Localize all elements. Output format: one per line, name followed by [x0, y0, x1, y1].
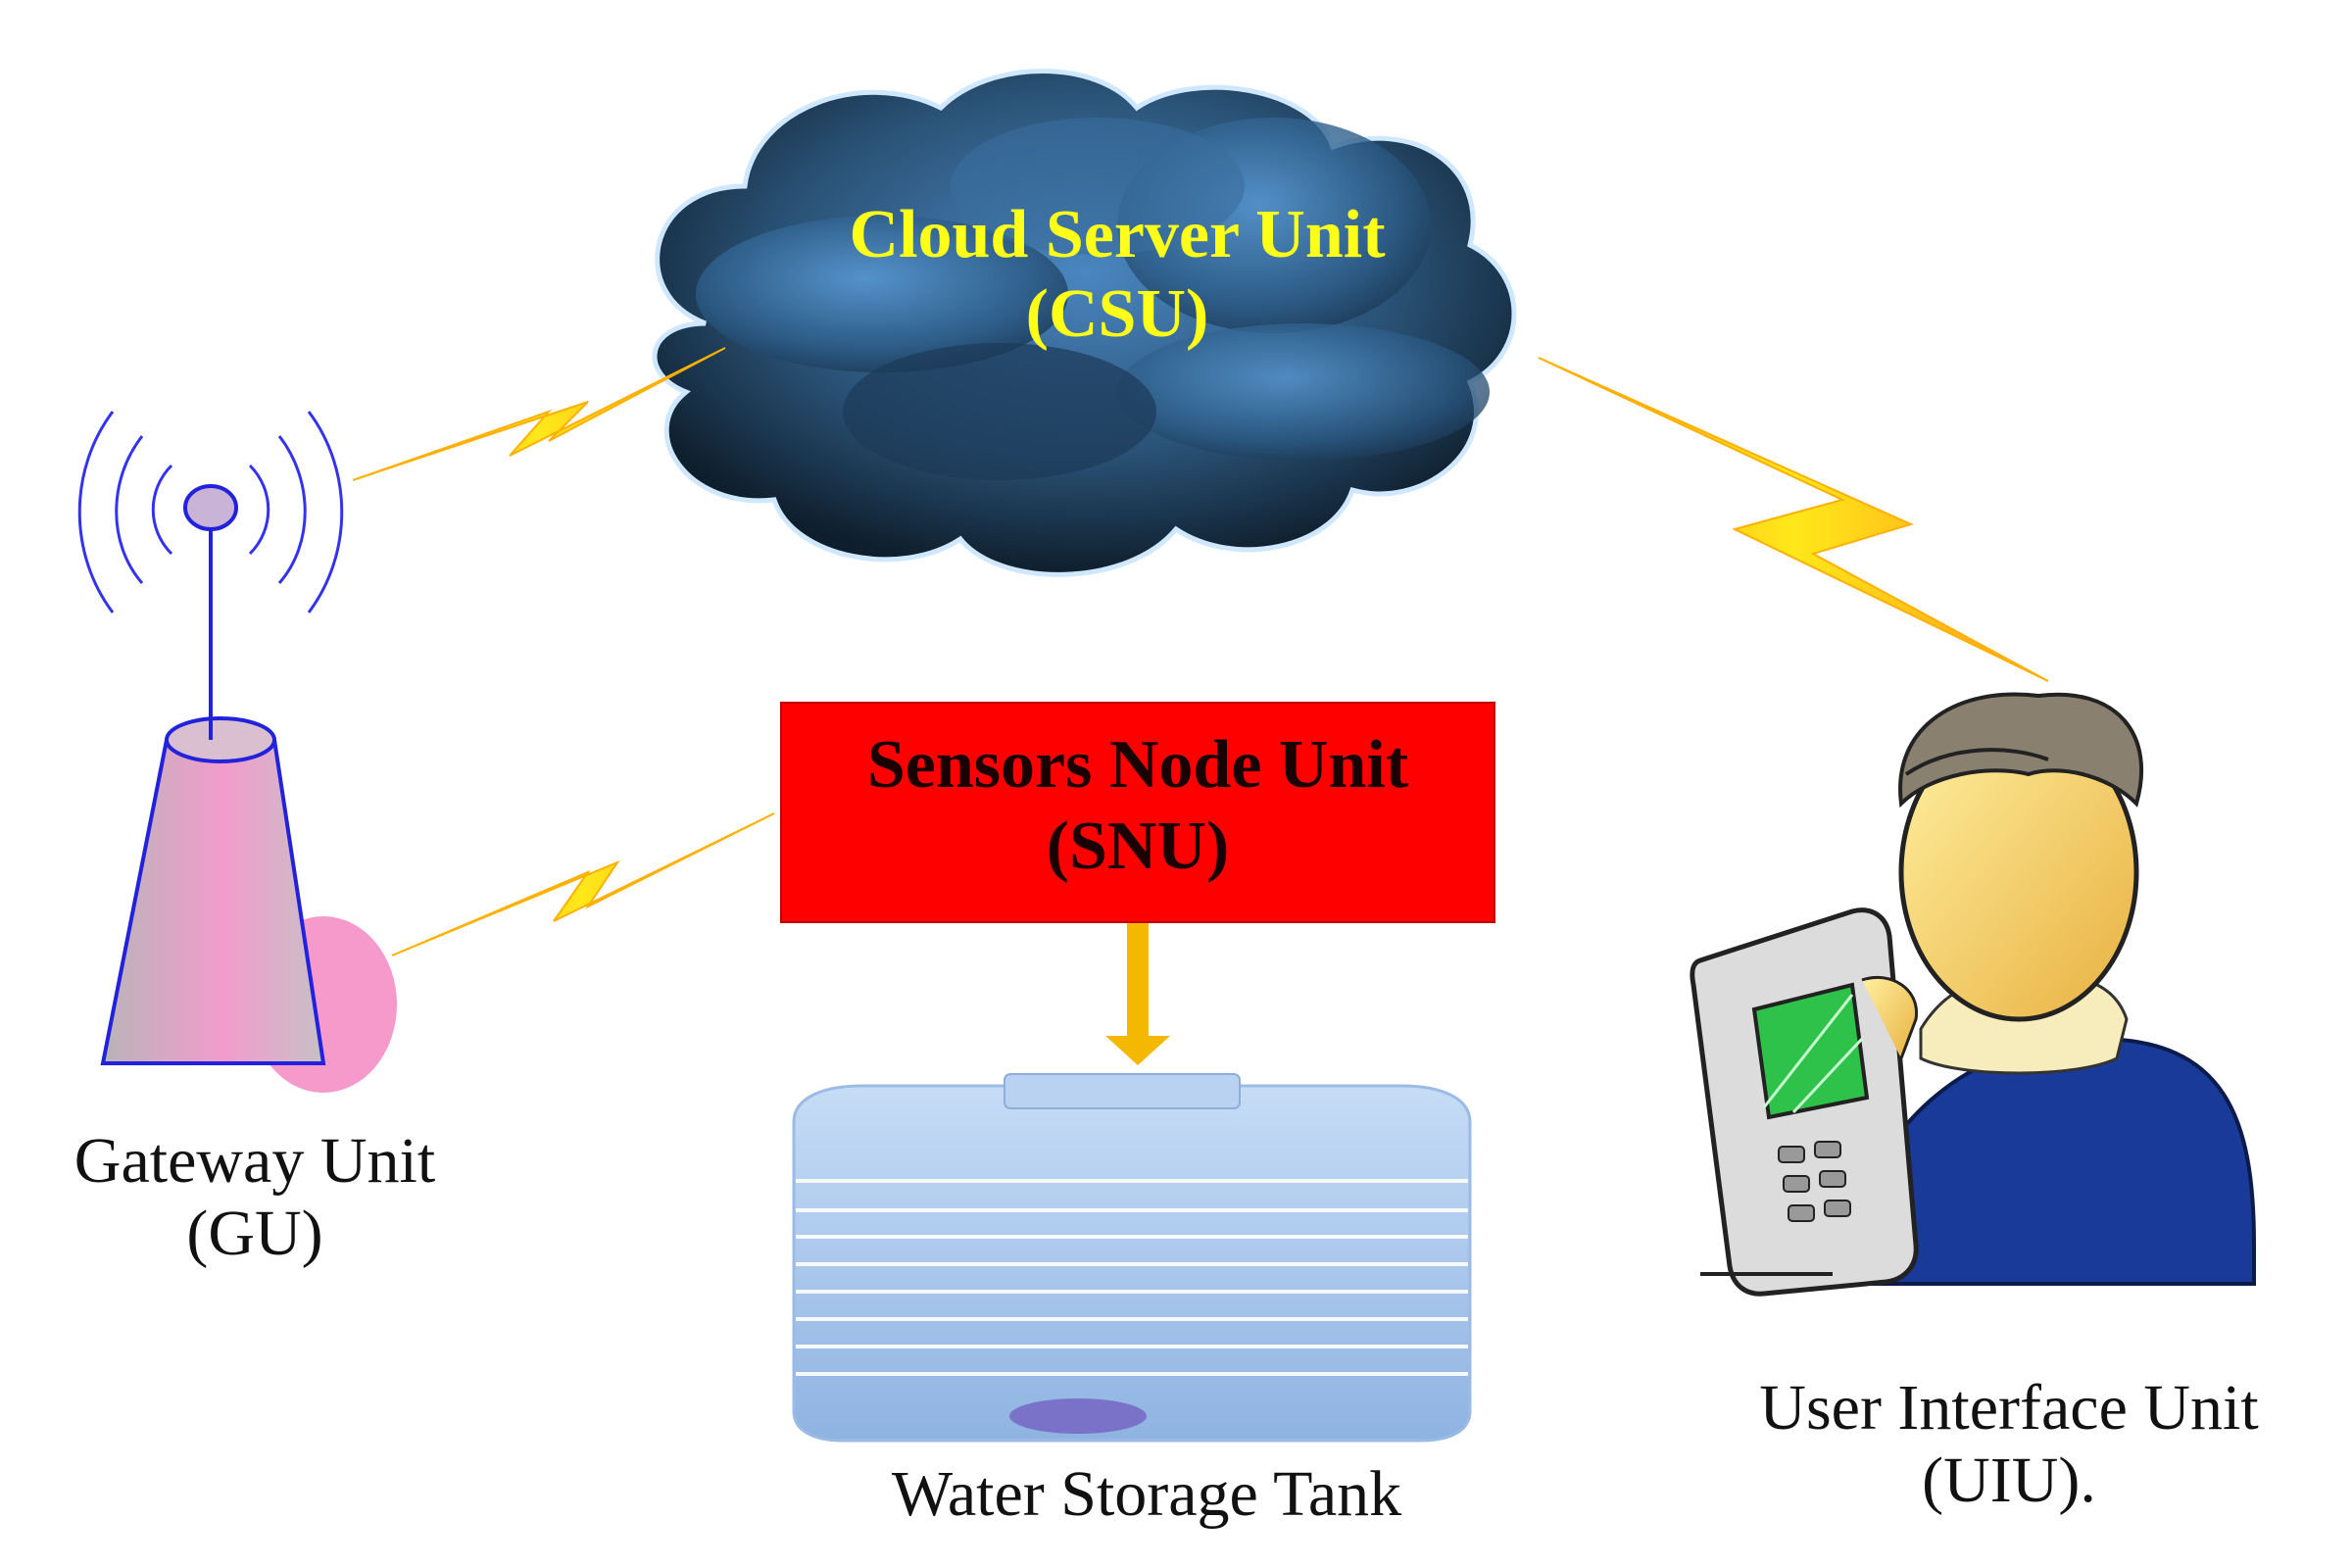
sensors-node-unit-box: [780, 702, 1495, 923]
user-with-phone-icon: [1690, 692, 2256, 1297]
uiu-abbr: (UIU).: [1922, 1444, 2096, 1516]
gateway-tower-icon: [77, 411, 397, 1093]
gu-abbr: (GU): [186, 1197, 323, 1269]
snu-abbr: (SNU): [1046, 808, 1230, 884]
lightning-link-gateway-snu: [391, 812, 775, 956]
lightning-link-cloud-user: [1538, 357, 2049, 682]
sensors-node-unit-label: Sensors Node Unit (SNU): [780, 725, 1495, 887]
csu-abbr: (CSU): [1025, 275, 1209, 352]
snu-title: Sensors Node Unit: [866, 727, 1409, 803]
mobile-phone-icon: [1690, 907, 1919, 1297]
uiu-title: User Interface Unit: [1759, 1372, 2259, 1444]
gateway-unit-label: Gateway Unit (GU): [0, 1125, 510, 1270]
cloud-icon: [652, 69, 1517, 577]
csu-title: Cloud Server Unit: [849, 197, 1386, 272]
water-storage-tank-label: Water Storage Tank: [764, 1458, 1529, 1531]
tank-title: Water Storage Tank: [891, 1458, 1402, 1530]
user-interface-unit-label: User Interface Unit (UIU).: [1666, 1372, 2352, 1517]
gu-title: Gateway Unit: [74, 1125, 436, 1197]
cloud-server-unit-label: Cloud Server Unit (CSU): [686, 196, 1548, 354]
water-tank-icon: [792, 1073, 1472, 1443]
lightning-link-gateway-cloud: [352, 347, 726, 481]
down-arrow-icon: [1105, 923, 1170, 1065]
signal-waves-icon: [77, 411, 344, 613]
